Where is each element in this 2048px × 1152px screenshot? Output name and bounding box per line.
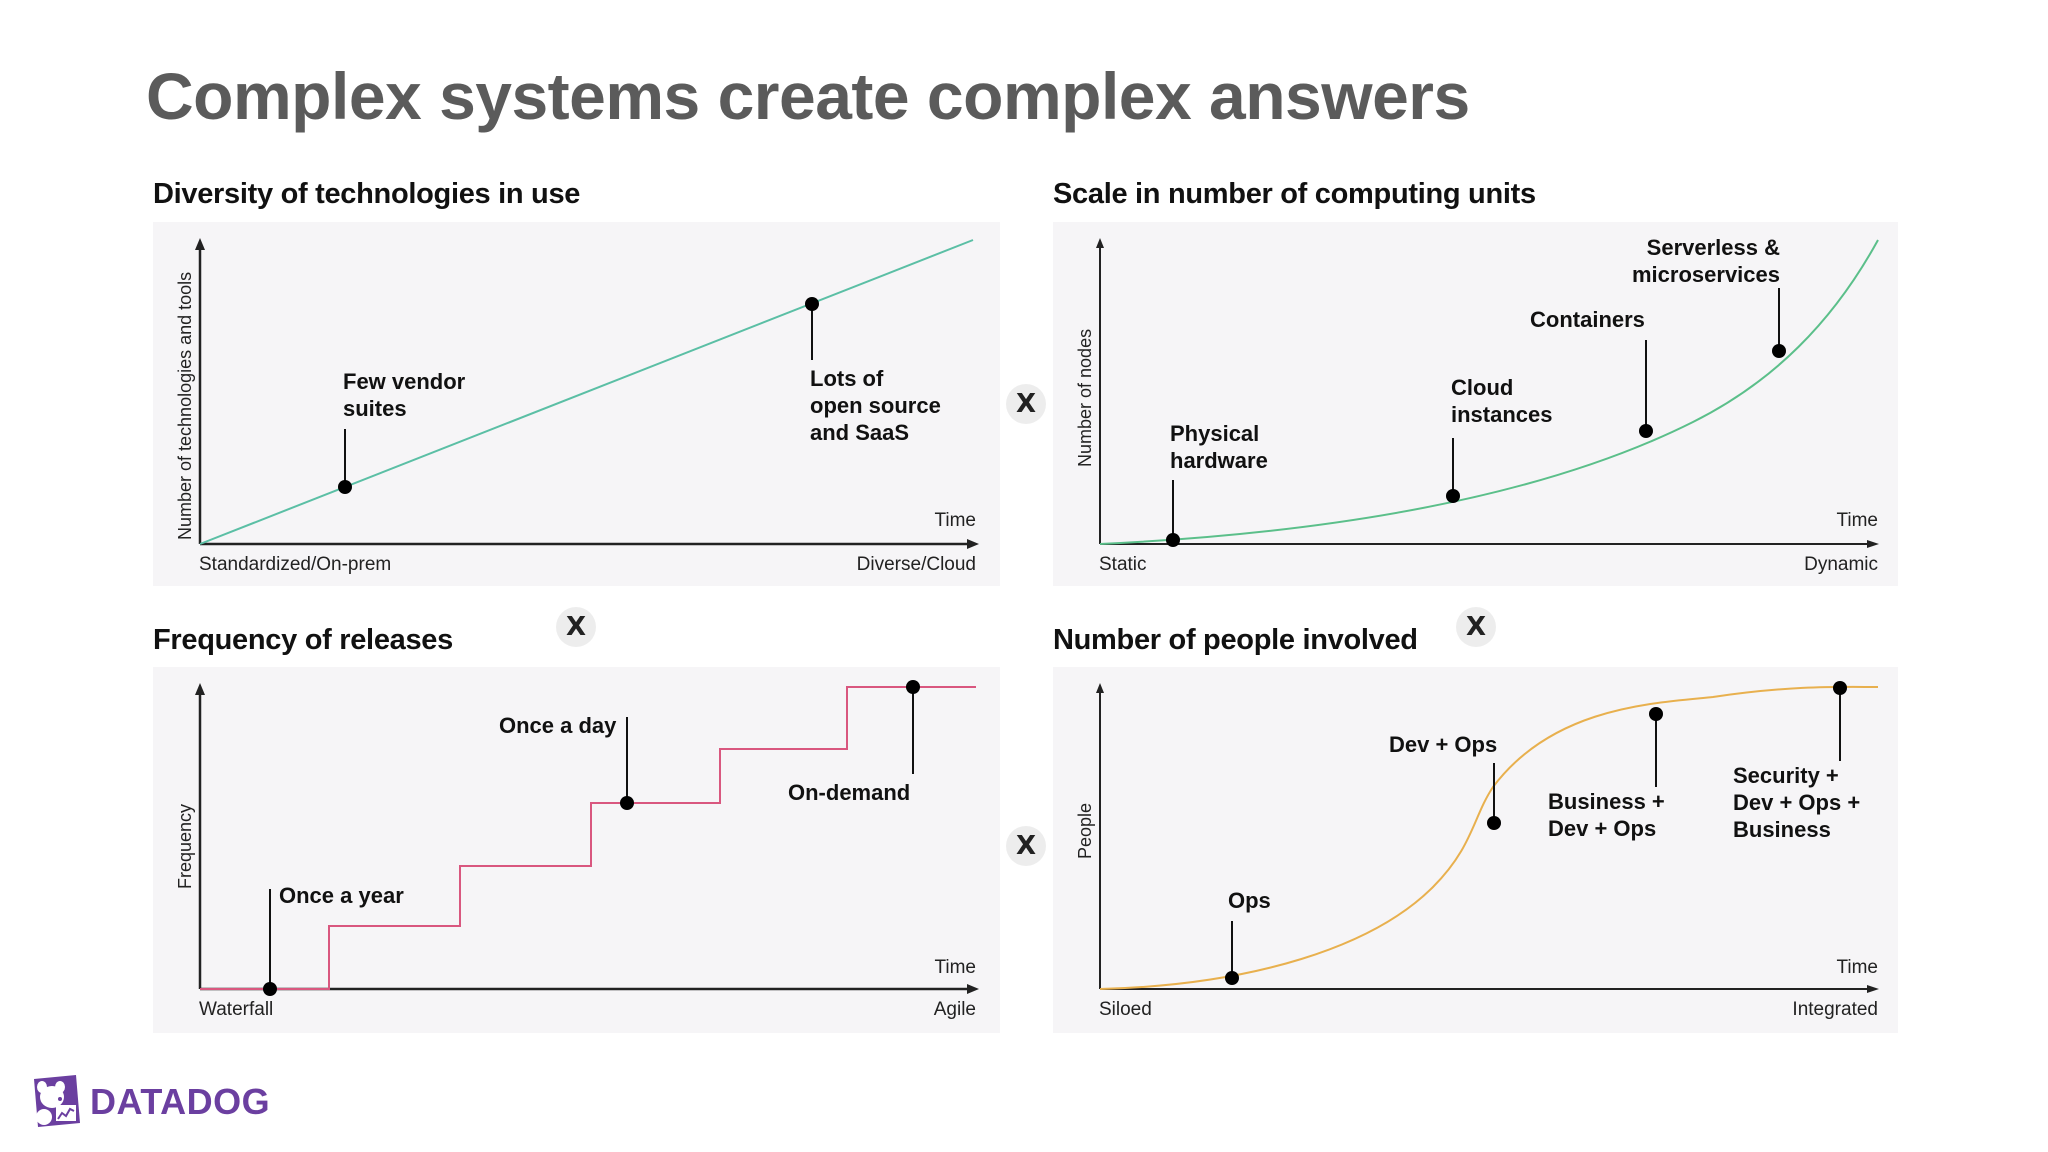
annotation-ops: Ops xyxy=(1228,888,1271,913)
annotation-once-a-day: Once a day xyxy=(499,713,617,738)
multiply-icon: X xyxy=(1456,607,1496,647)
annotation-business-dev-ops: Business + Dev + Ops xyxy=(1548,789,1665,841)
chart-panel-frequency: Frequency Time Waterfall Agile Once a ye… xyxy=(153,667,1000,1033)
multiply-icon: X xyxy=(556,607,596,647)
page-title: Complex systems create complex answers xyxy=(146,59,1470,133)
x-axis-end-label: Agile xyxy=(933,999,976,1020)
chart-plot-diversity xyxy=(195,238,979,549)
chart-plot-people xyxy=(1096,681,1879,993)
x-axis-end-label: Diverse/Cloud xyxy=(856,554,976,575)
chart-plot-frequency xyxy=(195,680,979,996)
y-axis-label: People xyxy=(1075,802,1095,859)
x-axis-arrow-label: Time xyxy=(934,957,976,978)
y-axis-label: Frequency xyxy=(175,803,195,889)
chart-title-people: Number of people involved xyxy=(1053,624,1418,656)
x-axis-arrow-label: Time xyxy=(1836,957,1878,978)
x-axis-start-label: Siloed xyxy=(1099,999,1152,1020)
annotation-open-source-saas: Lots of open source and SaaS xyxy=(810,366,941,445)
x-axis-start-label: Standardized/On-prem xyxy=(199,554,392,575)
datadog-dog-icon xyxy=(34,1075,80,1127)
multiply-icon: X xyxy=(1006,826,1046,866)
multiply-icon: X xyxy=(1006,384,1046,424)
annotation-security-dev-ops-business: Security + Dev + Ops + Business xyxy=(1733,763,1861,842)
x-axis-arrow-label: Time xyxy=(1836,510,1878,531)
annotation-cloud-instances: Cloud instances xyxy=(1451,375,1553,427)
chart-panel-diversity: Number of technologies and tools Time St… xyxy=(153,222,1000,586)
chart-title-diversity: Diversity of technologies in use xyxy=(153,178,581,210)
chart-panel-people: People Time Siloed Integrated Ops Dev + … xyxy=(1053,667,1898,1033)
annotation-once-a-year: Once a year xyxy=(279,883,404,908)
annotation-on-demand: On-demand xyxy=(788,780,911,805)
annotation-dev-ops: Dev + Ops xyxy=(1389,732,1498,757)
chart-title-frequency: Frequency of releases xyxy=(153,624,453,656)
y-axis-label: Number of nodes xyxy=(1075,328,1095,467)
x-axis-start-label: Waterfall xyxy=(199,999,274,1020)
datadog-logo: DATADOG xyxy=(30,1075,270,1129)
x-axis-end-label: Dynamic xyxy=(1804,554,1878,575)
annotation-containers: Containers xyxy=(1530,307,1645,332)
chart-panel-scale: Number of nodes Time Static Dynamic Phys… xyxy=(1053,222,1898,586)
brand-name: DATADOG xyxy=(90,1081,271,1122)
chart-plot-scale xyxy=(1096,238,1879,548)
x-axis-arrow-label: Time xyxy=(934,510,976,531)
annotation-physical-hardware: Physical hardware xyxy=(1170,421,1268,473)
y-axis-label: Number of technologies and tools xyxy=(175,271,195,540)
chart-title-scale: Scale in number of computing units xyxy=(1053,178,1536,210)
annotation-few-vendor-suites: Few vendor suites xyxy=(343,369,466,421)
annotation-serverless: Serverless & microservices xyxy=(1632,235,1780,287)
x-axis-start-label: Static xyxy=(1099,554,1147,575)
x-axis-end-label: Integrated xyxy=(1792,999,1878,1020)
